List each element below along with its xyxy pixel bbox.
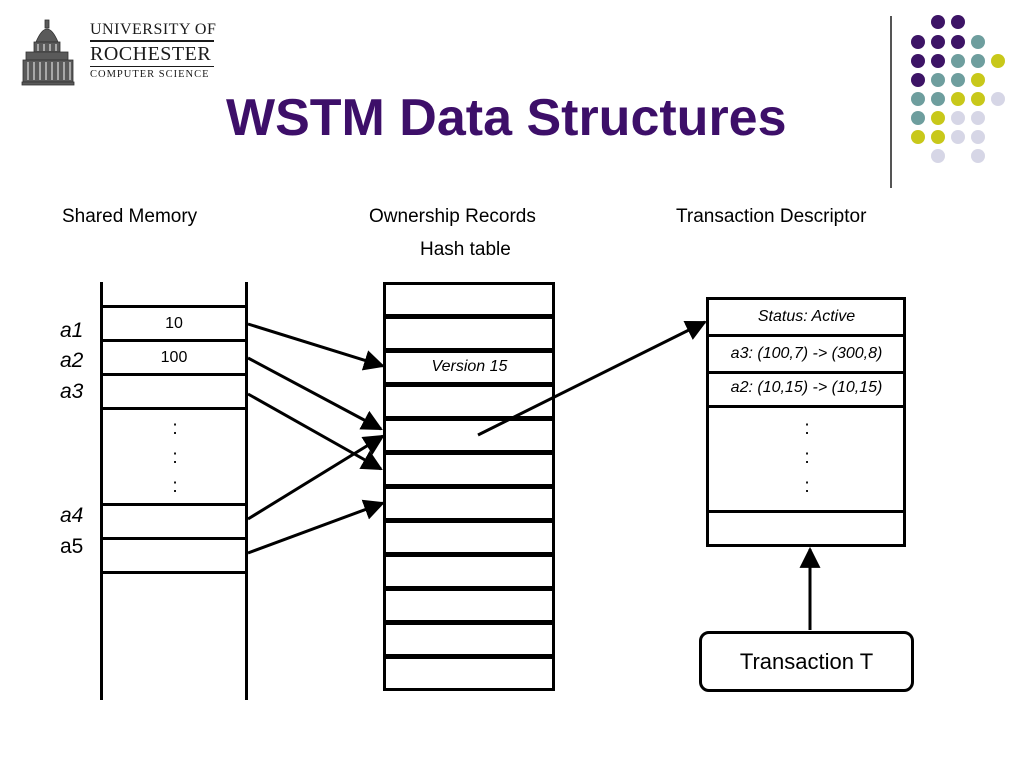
decorative-dot bbox=[971, 54, 985, 68]
decorative-dot bbox=[911, 111, 925, 125]
address-label-a4: a4 bbox=[60, 504, 84, 527]
header-hash-table: Hash table bbox=[420, 239, 511, 260]
decorative-dot bbox=[951, 15, 965, 29]
logo-line-university: UNIVERSITY OF bbox=[90, 21, 217, 38]
ownership-record-version: Version 15 bbox=[431, 358, 508, 375]
ownership-record-row bbox=[383, 656, 555, 691]
decorative-dot bbox=[931, 130, 945, 144]
address-label-a5: a5 bbox=[60, 535, 84, 558]
memory-cell-a2: 100 bbox=[103, 344, 245, 372]
shared-memory-right-wall bbox=[245, 282, 248, 700]
ownership-record-row bbox=[383, 282, 555, 317]
decorative-dot bbox=[911, 35, 925, 49]
decorative-dot bbox=[951, 92, 965, 106]
memory-ellipsis: ::: bbox=[172, 418, 178, 497]
address-label-a3: a3 bbox=[60, 380, 84, 403]
ownership-record-row bbox=[383, 384, 555, 419]
decorative-dot bbox=[911, 92, 925, 106]
ownership-record-row bbox=[383, 418, 555, 453]
arrow-a2-to-record bbox=[247, 356, 383, 431]
decorative-dot bbox=[971, 92, 985, 106]
decorative-dot bbox=[971, 35, 985, 49]
ownership-record-row bbox=[383, 452, 555, 487]
descriptor-entry-a2: a2: (10,15) -> (10,15) bbox=[708, 371, 905, 408]
descriptor-ellipsis: ::: bbox=[804, 418, 810, 497]
slide-title: WSTM Data Structures bbox=[226, 89, 787, 147]
arrow-a3-to-record bbox=[247, 392, 383, 471]
arrow-a4-to-record bbox=[247, 434, 385, 521]
decorative-dot bbox=[911, 130, 925, 144]
header-shared-memory: Shared Memory bbox=[62, 206, 198, 227]
descriptor-status: Status: Active bbox=[708, 300, 905, 337]
transaction-t-box: Transaction T bbox=[699, 631, 914, 692]
ownership-record-row bbox=[383, 622, 555, 657]
ownership-record-row bbox=[383, 486, 555, 521]
decorative-dot bbox=[931, 73, 945, 87]
header-ownership-records: Ownership Records bbox=[369, 206, 536, 227]
descriptor-entry-a3: a3: (100,7) -> (300,8) bbox=[708, 337, 905, 374]
decorative-dot bbox=[911, 73, 925, 87]
decorative-dot bbox=[931, 111, 945, 125]
decorative-dot bbox=[931, 15, 945, 29]
decorative-dot bbox=[931, 149, 945, 163]
address-label-a1: a1 bbox=[60, 319, 84, 342]
transaction-descriptor-box bbox=[706, 297, 906, 547]
ownership-record-row bbox=[383, 316, 555, 351]
decorative-dot bbox=[951, 54, 965, 68]
decorative-dot bbox=[951, 73, 965, 87]
ownership-record-row bbox=[383, 520, 555, 555]
decorative-divider bbox=[890, 16, 892, 188]
arrow-a5-to-record bbox=[247, 499, 385, 555]
shared-memory-left-wall bbox=[100, 282, 103, 700]
decorative-dot bbox=[971, 149, 985, 163]
decorative-dot bbox=[971, 111, 985, 125]
decorative-dot bbox=[911, 54, 925, 68]
decorative-dot bbox=[951, 111, 965, 125]
decorative-dot bbox=[971, 73, 985, 87]
university-logo-text: UNIVERSITY OF ROCHESTER COMPUTER SCIENCE bbox=[90, 22, 216, 81]
ownership-record-row bbox=[383, 554, 555, 589]
header-transaction-descriptor: Transaction Descriptor bbox=[676, 206, 867, 227]
logo-line-rochester: ROCHESTER bbox=[90, 42, 212, 65]
arrow-a1-to-record bbox=[247, 322, 386, 371]
decorative-dot-grid bbox=[911, 15, 1005, 163]
decorative-dot bbox=[951, 130, 965, 144]
decorative-dot bbox=[931, 35, 945, 49]
memory-cell-a1: 10 bbox=[103, 310, 245, 338]
ownership-record-row bbox=[383, 588, 555, 623]
address-label-a2: a2 bbox=[60, 349, 84, 372]
decorative-dot bbox=[951, 35, 965, 49]
decorative-dot bbox=[991, 92, 1005, 106]
decorative-dot bbox=[931, 54, 945, 68]
logo-line-cs: COMPUTER SCIENCE bbox=[90, 69, 210, 80]
decorative-dot bbox=[971, 130, 985, 144]
decorative-dot bbox=[931, 92, 945, 106]
decorative-dot bbox=[991, 54, 1005, 68]
